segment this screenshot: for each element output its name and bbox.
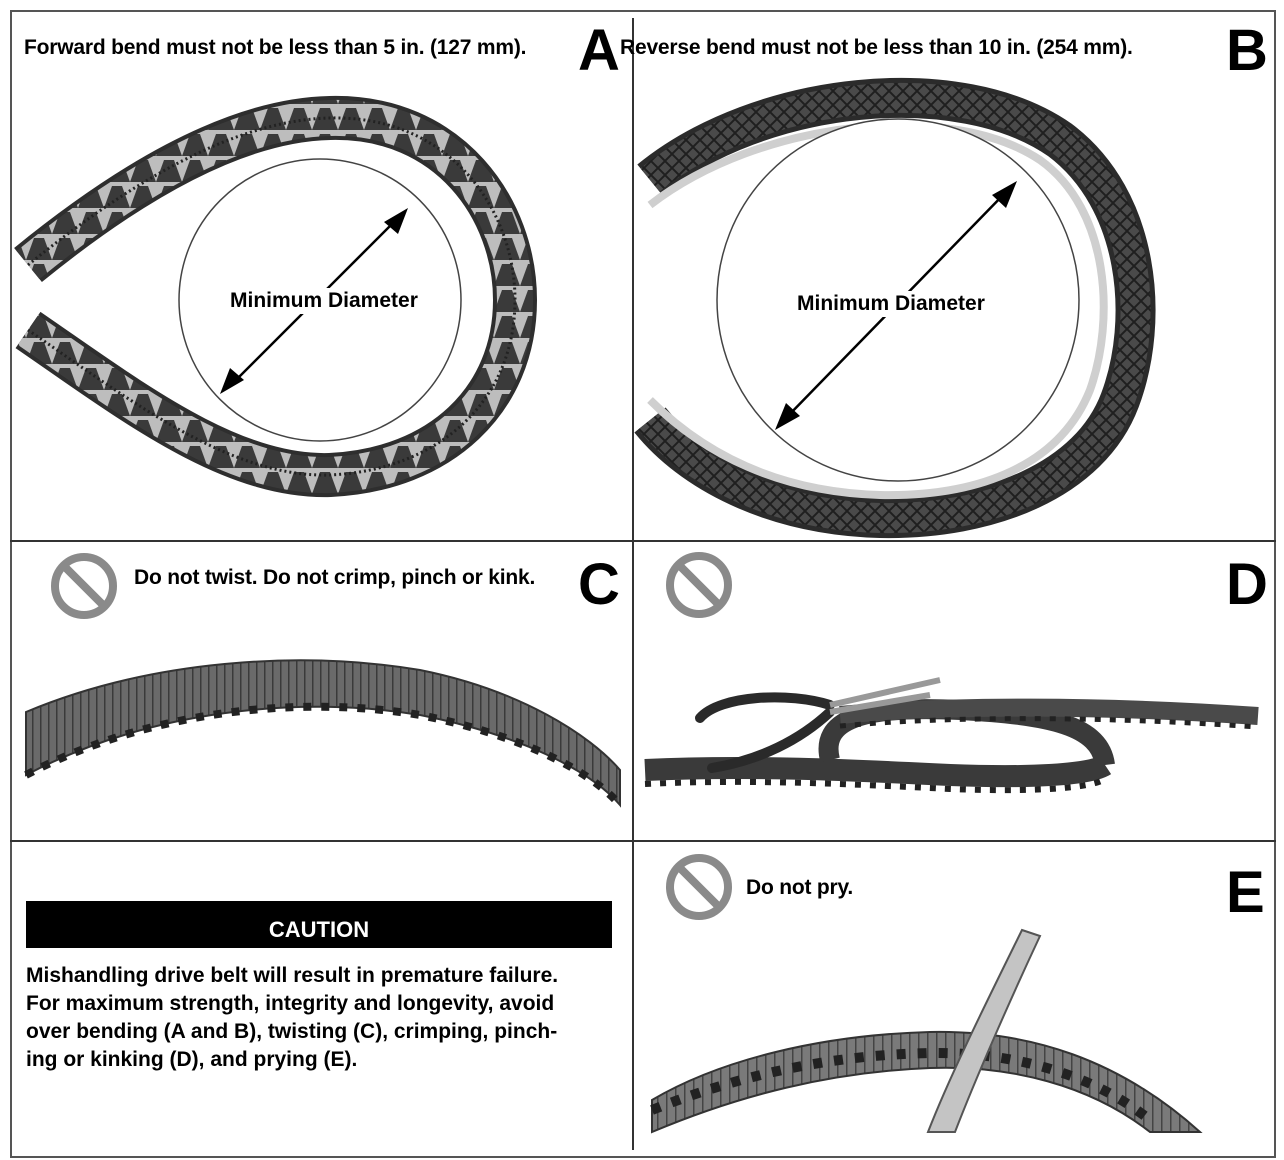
minimum-diameter-label-b: Minimum Diameter	[797, 292, 985, 315]
reverse-bend-illustration	[634, 77, 1156, 539]
panel-b-caption: Reverse bend must not be less than 10 in…	[620, 36, 1133, 59]
vertical-divider	[632, 18, 634, 1150]
caution-text: Mishandling drive belt will result in pr…	[26, 962, 618, 1074]
row-divider-2	[10, 840, 1276, 842]
panel-c-caption: Do not twist. Do not crimp, pinch or kin…	[134, 566, 536, 589]
panel-a-caption: Forward bend must not be less than 5 in.…	[24, 36, 527, 59]
panel-letter-d: D	[1226, 552, 1268, 617]
prohibited-icon	[666, 854, 732, 920]
pinched-belt-illustration	[644, 677, 1259, 794]
panel-letter-c: C	[578, 552, 620, 617]
panel-e-caption: Do not pry.	[746, 876, 854, 899]
caution-line-2: For maximum strength, integrity and long…	[26, 992, 555, 1015]
prohibited-icon	[51, 553, 117, 619]
caution-heading: CAUTION	[26, 901, 612, 948]
panel-letter-b: B	[1226, 18, 1268, 83]
page-frame	[10, 10, 1276, 1158]
prohibited-icon	[666, 552, 732, 618]
panel-letter-e: E	[1226, 860, 1265, 925]
row-divider-1	[10, 540, 1276, 542]
caution-line-4: ing or kinking (D), and prying (E).	[26, 1048, 358, 1071]
minimum-diameter-label-a: Minimum Diameter	[230, 289, 418, 312]
twisted-belt-illustration	[24, 659, 624, 808]
panel-letter-a: A	[578, 18, 620, 83]
caution-line-3: over bending (A and B), twisting (C), cr…	[26, 1020, 558, 1043]
caution-line-1: Mishandling drive belt will result in pr…	[26, 964, 559, 987]
forward-bend-illustration	[14, 95, 538, 498]
